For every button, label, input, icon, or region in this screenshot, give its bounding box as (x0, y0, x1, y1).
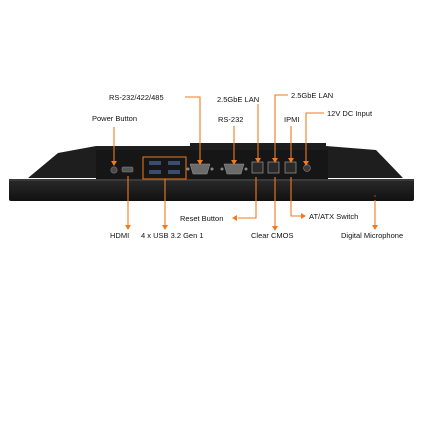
callout-labels: RS-232/422/485 2.5GbE LAN 2.5GbE LAN Pow… (92, 91, 403, 240)
leader-lan-2 (274, 94, 288, 160)
leader-reset-button (238, 177, 257, 219)
label-rs232: RS-232 (218, 115, 243, 124)
leader-atx-switch (290, 177, 302, 217)
arrowhead (111, 161, 117, 166)
label-dc-input: 12V DC Input (327, 109, 373, 118)
usb-port-4 (168, 170, 180, 174)
label-usb: 4 x USB 3.2 Gen 1 (141, 231, 204, 240)
label-microphone: Digital Microphone (341, 231, 403, 240)
label-rs232-422-485: RS-232/422/485 (109, 93, 164, 102)
dc-input-port (303, 164, 311, 172)
leader-rs232-422-485 (185, 96, 201, 162)
usb-port-1 (149, 161, 161, 165)
label-hdmi: HDMI (110, 231, 129, 240)
label-lan-2: 2.5GbE LAN (291, 91, 333, 100)
callout-lines (111, 94, 378, 231)
lan-port-1 (251, 161, 264, 174)
arrowhead (301, 213, 306, 219)
db9-screw (220, 167, 224, 171)
label-reset-button: Reset Button (180, 214, 223, 223)
arrowhead (255, 158, 261, 163)
rs232-port (223, 163, 245, 175)
db9-screw (244, 167, 248, 171)
label-clear-cmos: Clear CMOS (251, 231, 294, 240)
panel-pc-bottom-view (9, 143, 414, 201)
label-ipmi: IPMI (284, 115, 299, 124)
db9-screw (210, 167, 214, 171)
front-bezel (9, 179, 414, 201)
label-atx-switch: AT/ATX Switch (309, 212, 358, 221)
arrowhead (232, 215, 237, 221)
arrowhead (288, 158, 294, 163)
arrowhead (272, 158, 278, 163)
arrowhead (125, 225, 131, 230)
arrowhead (162, 225, 168, 230)
arrowhead (197, 160, 203, 165)
arrowhead (372, 225, 378, 230)
db9-screw (186, 167, 190, 171)
rs232-422-485-port (189, 163, 211, 175)
label-lan-1: 2.5GbE LAN (217, 95, 259, 104)
ipmi-port (284, 161, 297, 174)
lan-port-2 (267, 161, 280, 174)
usb-port-2 (168, 161, 180, 165)
leader-dc-input (305, 112, 324, 163)
power-button-port (110, 166, 118, 174)
usb-port-3 (149, 170, 161, 174)
bezel-highlight (9, 179, 414, 181)
microphone-hole (374, 195, 376, 197)
arrowhead (231, 160, 237, 165)
arrowhead (303, 161, 309, 166)
hdmi-port (121, 166, 134, 173)
arrowhead (272, 226, 278, 231)
label-power-button: Power Button (92, 114, 137, 123)
